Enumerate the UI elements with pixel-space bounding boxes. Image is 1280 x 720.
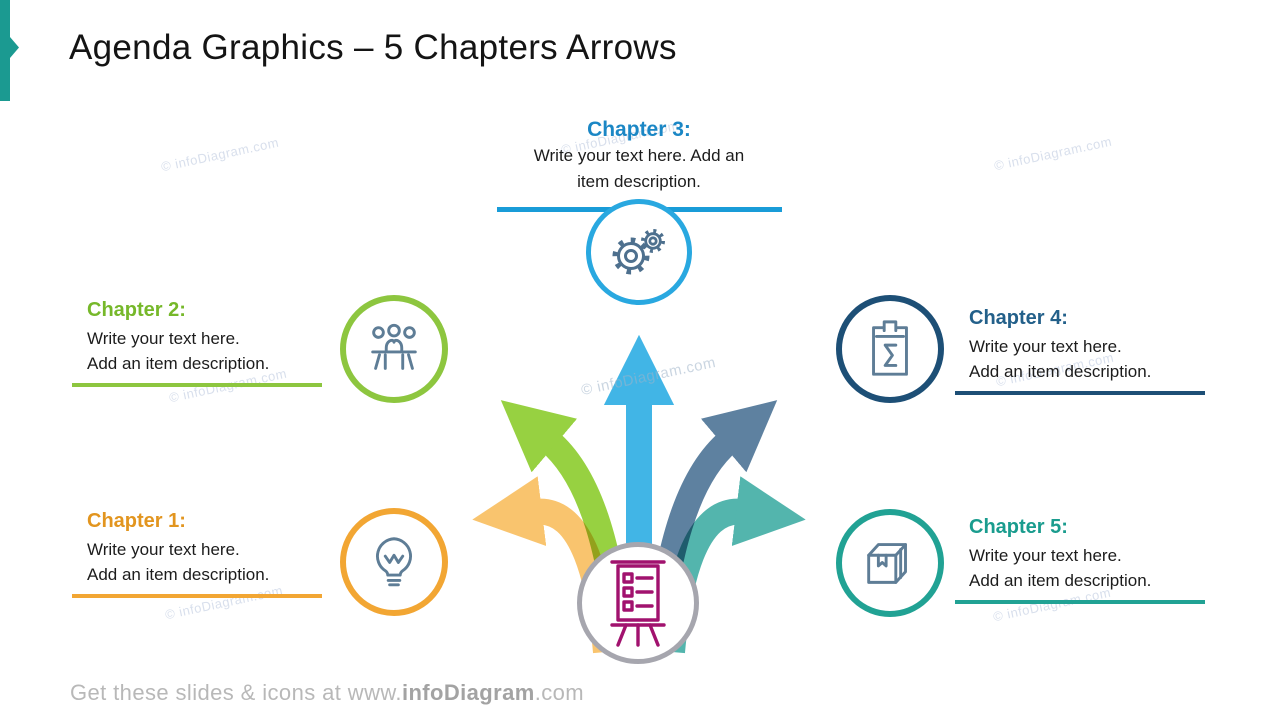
page-title: Agenda Graphics – 5 Chapters Arrows (69, 28, 677, 67)
center-hub-circle (577, 542, 699, 664)
footer-suffix: .com (534, 680, 584, 705)
chapter-3-text-line2: item description. (577, 172, 701, 191)
chapter-1-text-line1: Write your text here. (87, 540, 240, 559)
clipboard-sum-icon (872, 320, 908, 376)
chapter-5-block: Chapter 5: Write your text here. Add an … (955, 516, 1207, 604)
footer-prefix: Get these slides & icons at www. (70, 680, 402, 705)
chapter-4-block: Chapter 4: Write your text here. Add an … (955, 307, 1207, 395)
chapter-1-circle (340, 508, 448, 616)
chapter-2-block: Chapter 2: Write your text here. Add an … (72, 299, 324, 387)
chapter-2-text-line2: Add an item description. (87, 354, 270, 373)
chapter-5-underline (955, 600, 1205, 604)
chapter-2-text-line1: Write your text here. (87, 329, 240, 348)
chapter-1-title: Chapter 1: (87, 510, 186, 532)
chapter-3-block: Chapter 3: Write your text here. Add an … (474, 118, 804, 195)
chapter-2-underline (72, 383, 322, 387)
chapter-4-underline (955, 391, 1205, 395)
flipchart-easel-icon (610, 560, 666, 647)
chapter-4-title: Chapter 4: (969, 307, 1068, 329)
chapter-5-text-line2: Add an item description. (969, 571, 1152, 590)
chapter-4-circle (836, 295, 944, 403)
gears-icon (612, 229, 665, 275)
chapter-2-title: Chapter 2: (87, 299, 186, 321)
chapter-2-circle (340, 295, 448, 403)
chapter-1-underline (72, 594, 322, 598)
meeting-icon (371, 323, 417, 370)
chapter-4-text-line1: Write your text here. (969, 337, 1122, 356)
footer-brand: infoDiagram (401, 680, 535, 705)
chapter-4-text-line2: Add an item description. (969, 362, 1152, 381)
box-icon (867, 543, 907, 584)
chapter-5-title: Chapter 5: (969, 516, 1068, 538)
lightbulb-icon (376, 537, 412, 587)
chapter-3-circle (586, 199, 692, 305)
footer-promo-text: Get these slides & icons at www.infoDiag… (70, 680, 584, 706)
slide-accent-bookmark (0, 0, 19, 101)
chapter-5-text-line1: Write your text here. (969, 546, 1122, 565)
chapter-3-text-line1: Write your text here. Add an (533, 146, 745, 165)
chapter-1-text-line2: Add an item description. (87, 565, 270, 584)
chapter-3-title: Chapter 3: (587, 118, 691, 141)
chapter-1-block: Chapter 1: Write your text here. Add an … (72, 510, 324, 598)
chapter-5-circle (836, 509, 944, 617)
